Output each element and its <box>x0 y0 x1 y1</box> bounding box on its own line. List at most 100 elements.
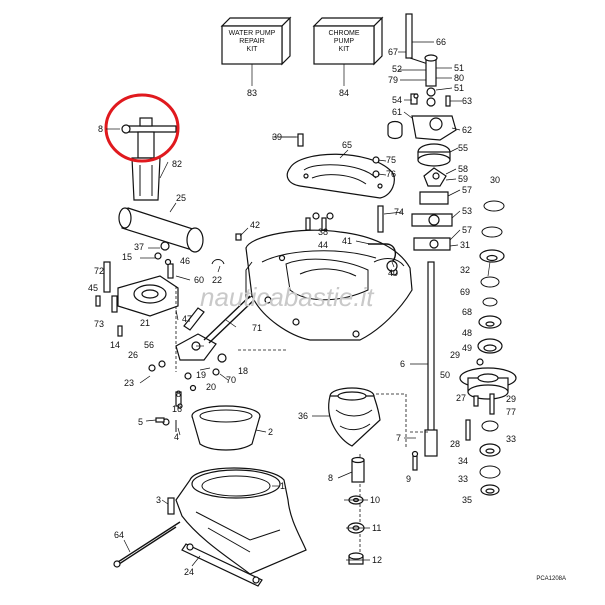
callout-27: 27 <box>456 393 466 403</box>
callout-33-lower: 33 <box>458 474 468 484</box>
callout-55: 55 <box>458 143 468 153</box>
leader-lines <box>123 41 491 567</box>
callout-80: 80 <box>454 73 464 83</box>
callout-37: 37 <box>134 242 144 252</box>
callout-66: 66 <box>436 37 446 47</box>
callout-49: 49 <box>462 343 472 353</box>
callout-60: 60 <box>194 275 204 285</box>
screws-38 <box>305 212 334 231</box>
callout-22: 22 <box>212 275 222 285</box>
callout-28: 28 <box>450 439 460 449</box>
chrome-pump-kit-box: CHROME PUMP KIT 84 <box>312 16 384 98</box>
shaft-and-dashes <box>175 286 428 560</box>
bowl-2 <box>191 405 261 451</box>
callout-9: 9 <box>406 474 411 484</box>
callout-33-upper: 33 <box>506 434 516 444</box>
callout-53: 53 <box>462 206 472 216</box>
callout-45: 45 <box>88 283 98 293</box>
rod-64 <box>113 521 181 568</box>
callout-6: 6 <box>400 359 405 369</box>
callout-77: 77 <box>506 407 516 417</box>
callout-25: 25 <box>176 193 186 203</box>
callout-23: 23 <box>124 378 134 388</box>
callout-72: 72 <box>94 266 104 276</box>
callout-11: 11 <box>372 523 381 533</box>
callout-30: 30 <box>490 175 500 185</box>
callout-61: 61 <box>392 107 402 117</box>
callout-47: 47 <box>182 314 192 324</box>
callout-18: 18 <box>238 366 248 376</box>
callout-84: 84 <box>339 88 349 98</box>
callout-12: 12 <box>372 555 382 565</box>
callout-2: 2 <box>268 427 273 437</box>
callout-52: 52 <box>392 64 402 74</box>
bearing-housing-50 <box>459 367 517 415</box>
callout-20: 20 <box>206 382 216 392</box>
impeller-stack <box>411 143 453 251</box>
callout-78: 29 <box>506 394 516 404</box>
drive-shaft-stack <box>405 13 451 457</box>
callout-19: 19 <box>196 370 206 380</box>
kit-label-line: CHROME <box>328 30 359 37</box>
callout-58: 58 <box>458 164 468 174</box>
callout-56: 56 <box>144 340 154 350</box>
callout-41: 41 <box>342 236 352 246</box>
callout-36: 36 <box>298 411 308 421</box>
lower-seals-33-34-35 <box>465 419 501 496</box>
callout-8b: 8 <box>176 389 181 399</box>
callout-83: 83 <box>247 88 257 98</box>
callout-42: 42 <box>250 220 260 230</box>
hardware-10-11-12 <box>347 495 365 565</box>
callout-24: 24 <box>184 567 194 577</box>
callout-76: 76 <box>386 169 396 179</box>
callout-21: 21 <box>140 318 150 328</box>
callout-70: 70 <box>226 375 236 385</box>
callout-67: 67 <box>388 47 398 57</box>
callout-68: 68 <box>462 307 472 317</box>
callout-14: 14 <box>110 340 120 350</box>
callout-10: 10 <box>370 495 380 505</box>
top-cover-65 <box>286 153 395 199</box>
callout-labels: 8 82 39 65 25 42 37 15 46 72 60 22 45 73… <box>88 37 516 577</box>
callout-39: 39 <box>272 132 282 142</box>
snap-rings-and-seals <box>476 200 505 366</box>
callout-54: 54 <box>392 95 402 105</box>
handle-24 <box>181 543 263 587</box>
jet-pump-36 <box>328 387 381 447</box>
callout-51-lower: 51 <box>454 83 464 93</box>
callout-64: 64 <box>114 530 124 540</box>
callout-44: 44 <box>318 240 328 250</box>
callout-8-lower: 8 <box>328 473 333 483</box>
water-pump-repair-kit-box: WATER PUMP REPAIR KIT 83 <box>220 16 292 98</box>
callout-31: 31 <box>460 240 470 250</box>
callout-59: 59 <box>458 174 468 184</box>
small-fasteners <box>155 93 419 423</box>
drawing-code: PCA1208A <box>536 576 566 582</box>
callout-57-upper: 57 <box>462 185 472 195</box>
callout-8: 8 <box>98 124 103 134</box>
callout-73: 73 <box>94 319 104 329</box>
callout-50: 50 <box>440 370 450 380</box>
kit-label-line: PUMP <box>334 38 355 45</box>
callout-65: 65 <box>342 140 352 150</box>
steering-lever <box>95 233 255 432</box>
callout-29: 29 <box>450 350 460 360</box>
callout-48: 48 <box>462 328 472 338</box>
hose-fitting-41 <box>297 133 398 272</box>
callout-3: 3 <box>156 495 161 505</box>
callout-51-top: 51 <box>454 63 464 73</box>
callout-74: 74 <box>394 207 404 217</box>
callout-69: 69 <box>460 287 470 297</box>
watermark: nauticabastie.it <box>200 282 375 312</box>
pump-body-main <box>245 229 413 341</box>
steering-tube-25 <box>118 207 204 253</box>
callout-71: 71 <box>252 323 262 333</box>
callout-16: 16 <box>172 404 182 414</box>
callout-82: 82 <box>172 159 182 169</box>
nozzle-bracket <box>103 241 179 317</box>
kit-label-line: REPAIR <box>239 38 265 45</box>
callout-35: 35 <box>462 495 472 505</box>
callout-40: 40 <box>388 268 398 278</box>
